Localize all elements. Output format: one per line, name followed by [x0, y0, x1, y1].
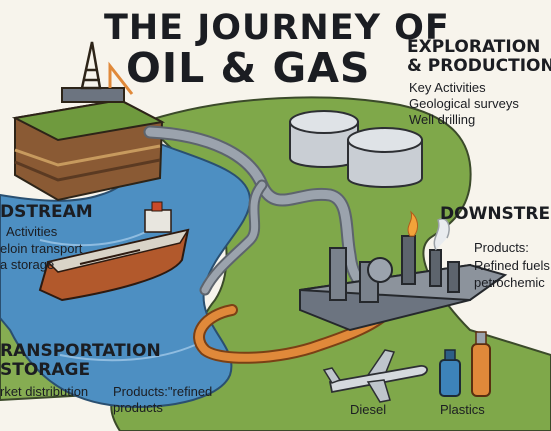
exploration-item-key-activities: Key Activities — [409, 80, 486, 95]
diesel-label: Diesel — [350, 402, 387, 417]
downstream-item-refined-fuels: Refined fuels — [474, 258, 550, 273]
smoke — [433, 218, 450, 251]
plastic-bottles-icon — [439, 331, 491, 397]
midstream-heading: DSTREAM — [0, 202, 93, 222]
exploration-heading-line-2: & PRODUCTION — [407, 56, 551, 76]
exploration-heading-line-1: EXPLORATION — [407, 37, 541, 57]
midstream-item-transport: eloin transport — [0, 241, 83, 256]
midstream-item-storage: a storage — [0, 257, 55, 272]
downstream-item-petrochemicals: petrochemic — [474, 275, 545, 290]
title-line-1: THE JOURNEY OF — [104, 8, 450, 48]
derrick — [80, 41, 102, 90]
exploration-item-well-drilling: Well drilling — [409, 112, 476, 127]
airplane-icon — [322, 349, 428, 403]
products-line-1: Products:"refined — [113, 384, 213, 399]
water-highlight — [59, 344, 196, 362]
transportation-heading-line-1: RANSPORTATION — [0, 341, 161, 361]
exploration-item-geological-surveys: Geological surveys — [409, 96, 519, 111]
oil-rig — [11, 41, 166, 202]
transportation-heading-line-2: STORAGE — [0, 360, 91, 380]
flame — [407, 210, 419, 237]
downstream-products-label: Products: — [474, 240, 529, 255]
products-line-2: products — [113, 400, 163, 415]
tanker-ship — [38, 201, 190, 302]
water-highlight — [39, 229, 151, 247]
downstream-heading: DOWNSTRE — [440, 204, 551, 224]
transportation-item-market-distribution: rket distribution — [0, 384, 89, 399]
rig-ground-top — [11, 98, 166, 142]
storage-tanks — [289, 110, 423, 188]
title-line-2: OIL & GAS — [126, 44, 371, 92]
refinery — [299, 210, 508, 332]
ship-bridge — [144, 209, 172, 233]
midstream-item-activities: Activities — [6, 224, 58, 239]
ship-deck — [46, 228, 190, 273]
crane-arm — [108, 61, 134, 95]
rig-platform — [61, 87, 125, 103]
plastics-label: Plastics — [440, 402, 485, 417]
